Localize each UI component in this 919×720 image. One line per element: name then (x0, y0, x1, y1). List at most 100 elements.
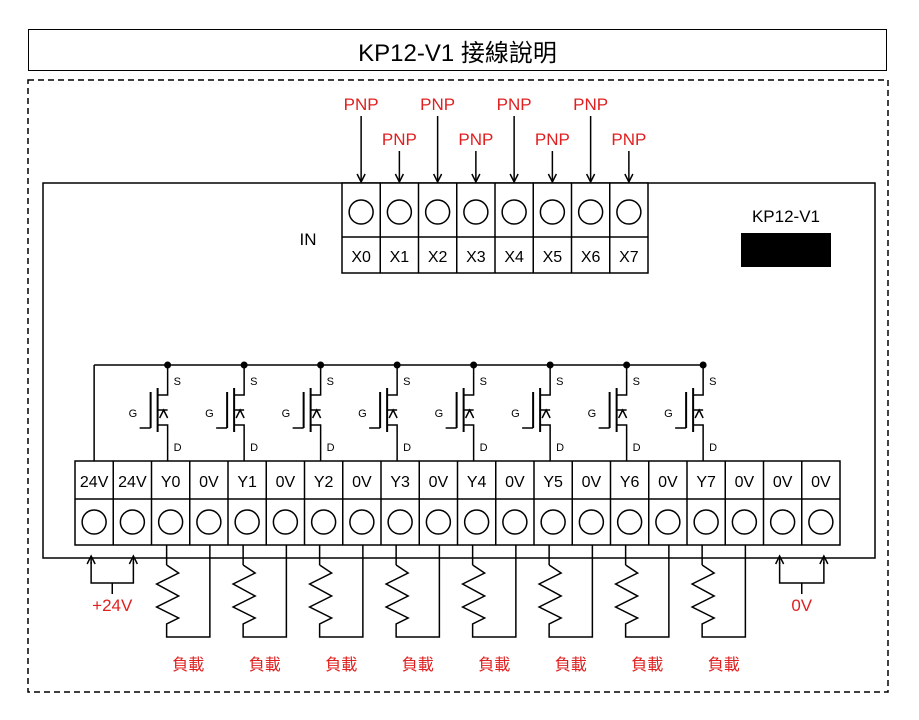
input-terminal-label: X0 (351, 249, 371, 266)
mosfet-arrow-icon (464, 408, 475, 419)
input-arrow-icon (432, 173, 443, 184)
mosfet-source-lead (693, 365, 704, 396)
input-arrow-icon (547, 173, 558, 184)
input-terminal-label: X4 (504, 249, 524, 266)
mosfet-drain-lead (540, 424, 551, 461)
mosfet-drain-label: D (327, 442, 335, 454)
mosfet-arrow-icon (541, 408, 551, 419)
load-resistor-icon (690, 545, 747, 638)
load-resistor-icon (307, 545, 364, 638)
dashed-frame (27, 79, 889, 693)
mosfet-source-label: S (250, 376, 257, 388)
mosfet-gate-label: G (511, 408, 520, 420)
output-terminal-label: Y3 (390, 474, 410, 491)
mosfet-drain-lead (616, 424, 628, 461)
output-terminal-label: 0V (773, 474, 793, 491)
mosfet-gate-label: G (588, 408, 597, 420)
output-terminal-screw-icon (425, 509, 452, 535)
output-terminal-label: Y2 (314, 474, 334, 491)
mosfet-arrow-icon (158, 408, 169, 419)
output-terminal-screw-icon (234, 509, 260, 535)
output-terminal-screw-icon (463, 509, 490, 535)
mosfet-gate-label: G (664, 408, 673, 420)
mosfet-drain-lead (310, 424, 322, 461)
mosfet-gate-label: G (205, 408, 214, 420)
mosfet-source-lead (540, 365, 551, 396)
mosfet-source-label: S (709, 376, 716, 388)
mosfet-source-lead (463, 365, 475, 396)
input-terminal-screw-icon (463, 199, 489, 225)
input-terminal-label: X2 (428, 249, 448, 266)
output-terminal-screw-icon (693, 509, 719, 535)
load-label: 負載 (708, 656, 740, 674)
output-terminal-label: 0V (352, 474, 372, 491)
mosfet-gate-label: G (358, 408, 367, 420)
output-terminal-label: Y7 (696, 474, 716, 491)
output-terminal-label: Y6 (620, 474, 640, 491)
mosfet-drain-lead (234, 424, 245, 461)
output-terminal-screw-icon (808, 509, 834, 535)
load-label: 負載 (249, 656, 281, 674)
load-resistor-icon (613, 545, 670, 638)
input-terminal-screw-icon (501, 199, 527, 225)
input-signal-label: PNP (382, 130, 417, 149)
model-label: KP12-V1 (752, 207, 820, 226)
mosfet-source-label: S (327, 376, 334, 388)
mosfet-drain-label: D (403, 442, 411, 454)
load-label: 負載 (555, 656, 587, 674)
mosfet-source-lead (387, 365, 398, 396)
mosfet-arrow-icon (694, 408, 704, 419)
mosfet-source-label: S (174, 376, 181, 388)
output-terminal-label: Y4 (467, 474, 487, 491)
input-signal-label: PNP (458, 130, 493, 149)
mosfet-drain-label: D (250, 442, 258, 454)
mosfet-source-label: S (403, 376, 410, 388)
mosfet-drain-label: D (480, 442, 488, 454)
mosfet-drain-label: D (174, 442, 182, 454)
output-terminal-screw-icon (81, 509, 107, 535)
mosfet-arrow-icon (235, 408, 245, 419)
mosfet-arrow-icon (617, 408, 628, 419)
supply-wire (90, 562, 135, 584)
input-terminal-label: X5 (543, 249, 563, 266)
loads: 負載負載負載負載負載負載負載負載 (154, 545, 747, 674)
mosfet-source-label: S (480, 376, 487, 388)
output-terminal-label: 0V (658, 474, 678, 491)
output-terminal-label: Y1 (237, 474, 257, 491)
input-terminal-label: X3 (466, 249, 486, 266)
input-arrow-icon (509, 173, 519, 184)
mosfet-gate-label: G (129, 408, 138, 420)
mosfet-source-lead (234, 365, 245, 396)
output-terminal-screw-icon (119, 509, 146, 535)
load-label: 負載 (325, 656, 357, 674)
mosfet-source-label: S (633, 376, 640, 388)
mosfet-source-lead (157, 365, 169, 396)
output-terminal-screw-icon (540, 509, 566, 535)
input-terminal-screw-icon (424, 199, 451, 225)
mosfet-gate-label: G (282, 408, 291, 420)
output-terminal-label: Y5 (543, 474, 563, 491)
output-terminal-label: 24V (118, 474, 147, 491)
output-terminal-label: 24V (80, 474, 109, 491)
output-terminal-screw-icon (349, 509, 375, 535)
output-terminal-screw-icon (196, 509, 222, 535)
mosfet-drain-label: D (709, 442, 717, 454)
input-signal-label: PNP (573, 95, 608, 114)
output-terminal-screw-icon (310, 509, 337, 535)
mosfet-source-lead (310, 365, 322, 396)
output-terminal-screw-icon (655, 509, 681, 535)
output-terminal-label: 0V (199, 474, 219, 491)
input-terminal-screw-icon (616, 199, 642, 225)
load-resistor-icon (231, 545, 288, 638)
load-resistor-icon (384, 545, 441, 638)
in-label: IN (300, 230, 317, 249)
mosfet-drain-lead (463, 424, 475, 461)
page-title: KP12-V1 接線說明 (28, 29, 887, 71)
input-signal-label: PNP (535, 130, 570, 149)
output-terminal-screw-icon (387, 509, 413, 535)
